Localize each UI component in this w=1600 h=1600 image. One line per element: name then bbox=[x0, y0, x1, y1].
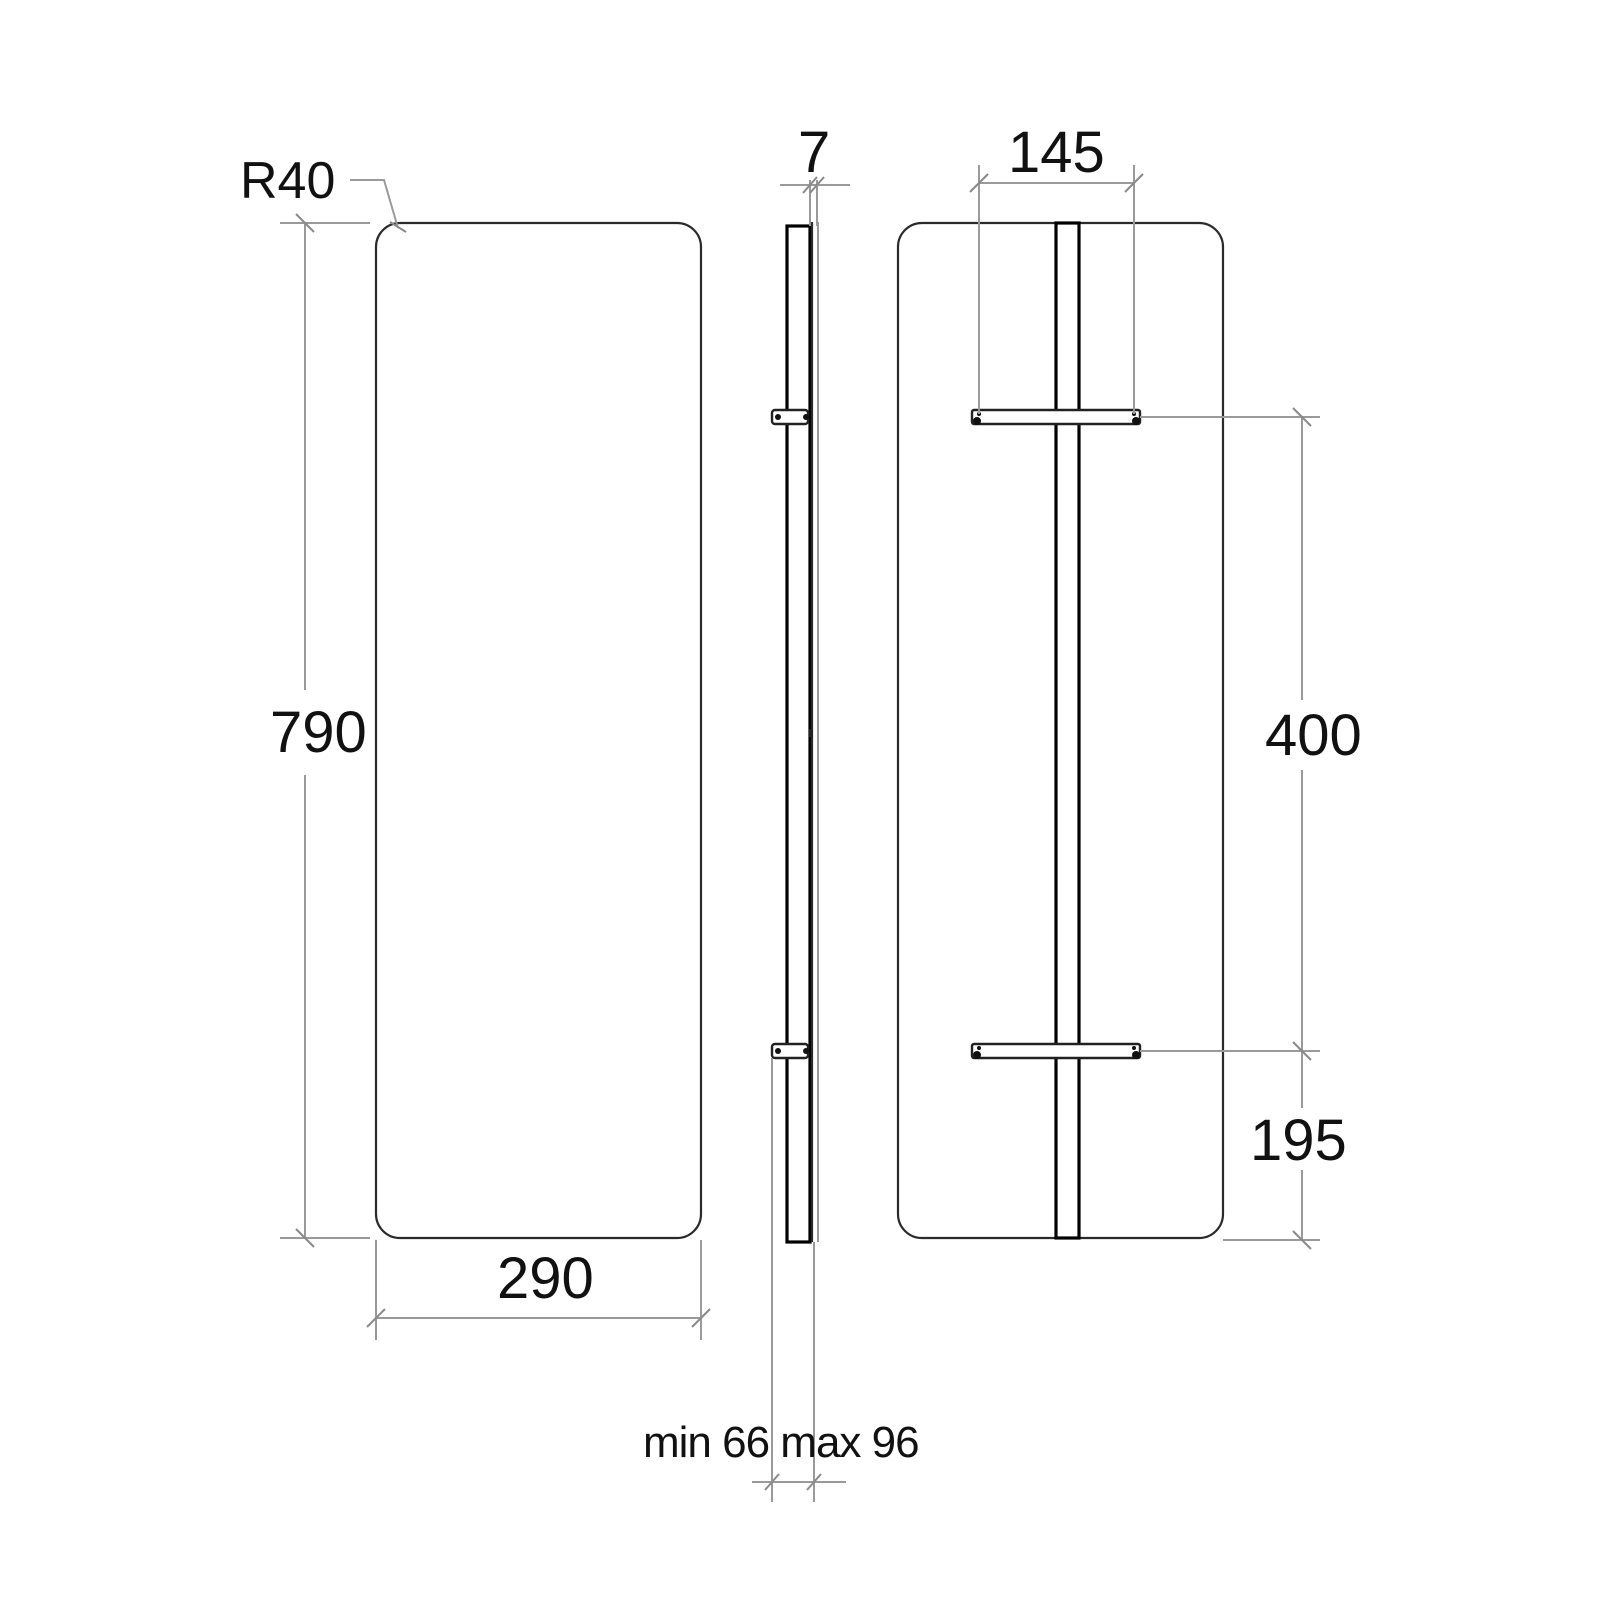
back-view: 145 400 195 bbox=[896, 120, 1362, 1250]
mounting-bar-back bbox=[1054, 221, 1081, 1240]
radius-leader-tick bbox=[389, 221, 407, 233]
mirror-back-outline bbox=[896, 221, 1225, 1240]
bottom-offset-label: 195 bbox=[1250, 1108, 1347, 1173]
vertical-spacing-label: 400 bbox=[1265, 703, 1362, 768]
radius-leader-line bbox=[350, 179, 399, 229]
thickness-tick-a bbox=[802, 176, 818, 194]
thickness-tick-b bbox=[809, 176, 825, 194]
vertical-tick-upper bbox=[1292, 407, 1312, 427]
vertical-tick-bottom bbox=[1292, 1230, 1312, 1250]
vertical-tick-lower bbox=[1292, 1041, 1312, 1061]
bracket-spacing-label: 145 bbox=[1008, 120, 1105, 185]
thickness-label: 7 bbox=[798, 120, 830, 185]
width-label: 290 bbox=[497, 1246, 594, 1311]
side-view: 7 min 66 max 96 bbox=[643, 120, 920, 1502]
bracket-side-lower bbox=[770, 1042, 810, 1060]
side-center-mark bbox=[809, 729, 813, 737]
bracket-spacing-tick-left bbox=[969, 173, 989, 193]
bracket-side-upper bbox=[770, 408, 810, 426]
bracket-spacing-tick-right bbox=[1124, 173, 1144, 193]
mirror-front-outline bbox=[374, 221, 703, 1240]
height-tick-bottom bbox=[295, 1228, 315, 1248]
mounting-bar-side bbox=[785, 224, 812, 1244]
wall-dist-tick-b bbox=[806, 1473, 822, 1491]
width-tick-right bbox=[691, 1308, 711, 1328]
corner-radius-label: R40 bbox=[240, 152, 335, 210]
wall-dist-tick-a bbox=[764, 1473, 780, 1491]
bracket-back-upper bbox=[970, 408, 1142, 426]
width-tick-left bbox=[366, 1308, 386, 1328]
height-tick-top bbox=[295, 213, 315, 233]
front-view: R40 790 290 bbox=[240, 152, 711, 1340]
wall-distance-label: min 66 max 96 bbox=[643, 1418, 919, 1467]
height-label: 790 bbox=[270, 700, 367, 765]
bracket-back-lower bbox=[970, 1042, 1142, 1060]
